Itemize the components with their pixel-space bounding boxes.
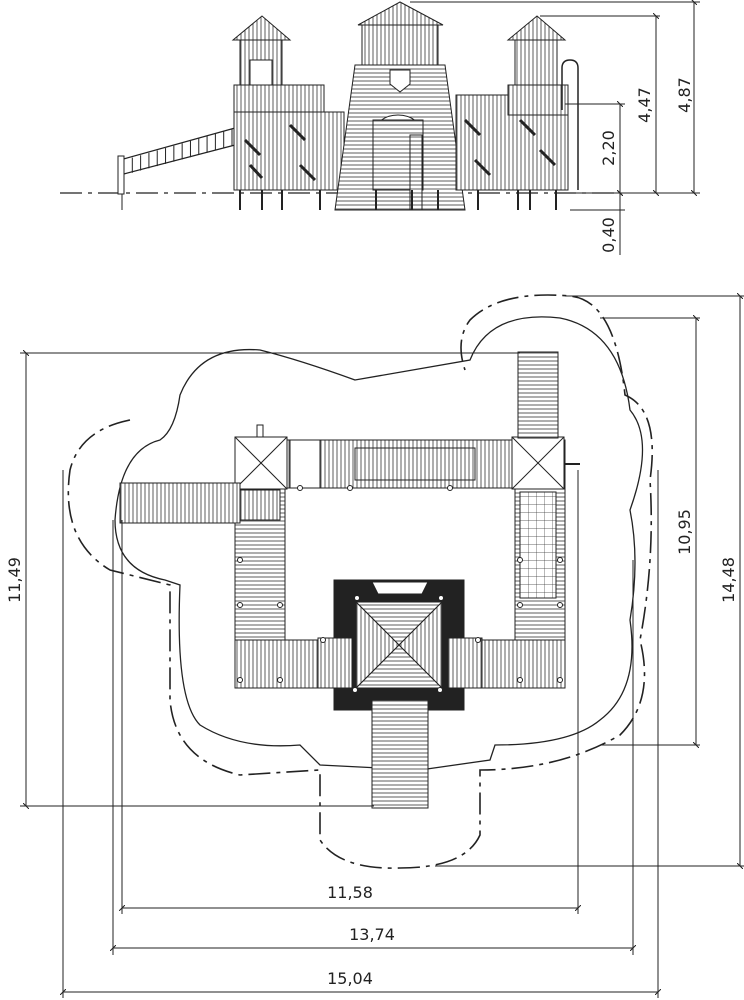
corner-tower-right	[511, 436, 580, 490]
impact-area-outline	[114, 316, 644, 771]
plan-view: 14,48 10,95 11,49 11,58 13,74 15,04	[5, 295, 744, 998]
dim-overall-width: 15,04	[327, 969, 373, 988]
palisade-left	[233, 111, 345, 191]
slide-plan	[371, 699, 429, 809]
deck-bolt	[237, 602, 243, 608]
deck-bolt	[557, 677, 563, 683]
left-tower-elevation	[231, 15, 325, 116]
dim-foundation-depth: 0,40	[599, 217, 618, 253]
deck-bolt	[517, 602, 523, 608]
dim-total-height: 4,87	[675, 77, 694, 113]
deck-bolt	[352, 687, 358, 693]
elevation-dimension-lines	[410, 2, 700, 255]
central-tower-elevation	[334, 1, 466, 211]
deck-bolt	[237, 557, 243, 563]
deck-bolt	[517, 557, 523, 563]
deck-bolt	[297, 485, 303, 491]
deck-bolt	[447, 485, 453, 491]
central-tower-plan	[317, 579, 483, 711]
stairs-plan	[119, 482, 241, 524]
dim-structure-depth: 10,95	[675, 509, 694, 555]
deck-bolt	[557, 557, 563, 563]
right-tower-elevation	[506, 15, 579, 190]
corner-tower-left	[234, 424, 288, 490]
deck-bolt	[438, 595, 444, 601]
dim-overall-depth: 14,48	[719, 557, 738, 603]
deck-frame	[234, 439, 566, 689]
deck-bolt	[277, 677, 283, 683]
deck-bolt	[475, 637, 481, 643]
dim-roof-height: 4,47	[635, 87, 654, 123]
foundation-posts	[239, 190, 557, 210]
dim-platform-height: 2,20	[599, 130, 618, 166]
safety-zone-dashed	[67, 294, 653, 869]
deck-bolt	[517, 677, 523, 683]
deck-bolt	[237, 677, 243, 683]
dim-left-depth: 11,49	[5, 557, 24, 603]
deck-bolts	[237, 485, 563, 693]
deck-bolt	[320, 637, 326, 643]
plan-dimension-lines	[20, 296, 744, 998]
stairs-elevation	[117, 127, 236, 210]
dim-inner-zone-width: 13,74	[349, 925, 395, 944]
ramp-top-right	[517, 351, 559, 439]
elevation-view: 4,87 4,47 2,20 0,40	[60, 2, 700, 255]
deck-bolt	[277, 602, 283, 608]
deck-bolt	[557, 602, 563, 608]
deck-bolt	[347, 485, 353, 491]
deck-bolt	[437, 687, 443, 693]
deck-bolt	[354, 595, 360, 601]
dim-structure-width: 11,58	[327, 883, 373, 902]
